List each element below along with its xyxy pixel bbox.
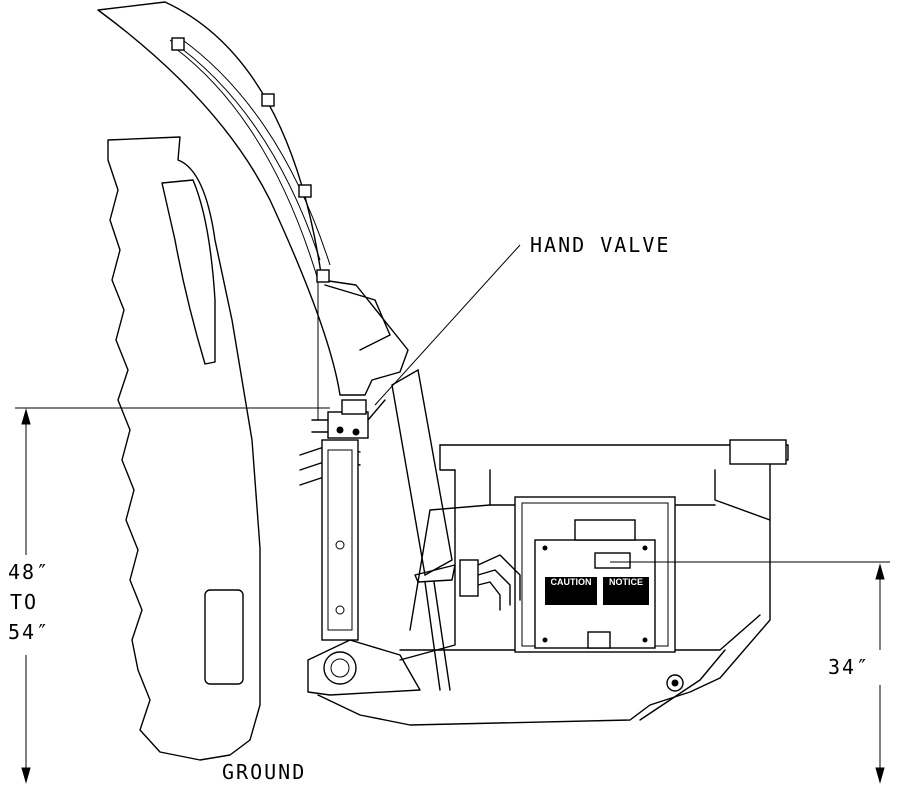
- height-range-top: 48″: [8, 560, 51, 584]
- hand-valve-label: HAND VALVE: [530, 233, 671, 257]
- height-range-to: TO: [10, 590, 39, 614]
- hopper-hoses: [459, 554, 521, 611]
- hand-valve: [299, 399, 386, 486]
- notice-decal: NOTICE: [603, 577, 649, 605]
- hydraulic-cylinder: [391, 368, 456, 691]
- control-box: [514, 496, 676, 653]
- truck-body: [107, 136, 261, 761]
- hopper: [317, 439, 789, 726]
- lift-arm: [97, 1, 409, 420]
- lift-post: [307, 439, 421, 696]
- notice-decal-text: NOTICE: [608, 577, 643, 587]
- truck-tire: [204, 589, 244, 685]
- height-right-label: 34″: [828, 655, 871, 679]
- caution-decal: CAUTION: [545, 577, 597, 605]
- ground-label: GROUND: [222, 760, 307, 784]
- dimension-lines: [15, 244, 890, 784]
- caution-decal-text: CAUTION: [550, 577, 592, 587]
- height-range-bottom: 54″: [8, 620, 51, 644]
